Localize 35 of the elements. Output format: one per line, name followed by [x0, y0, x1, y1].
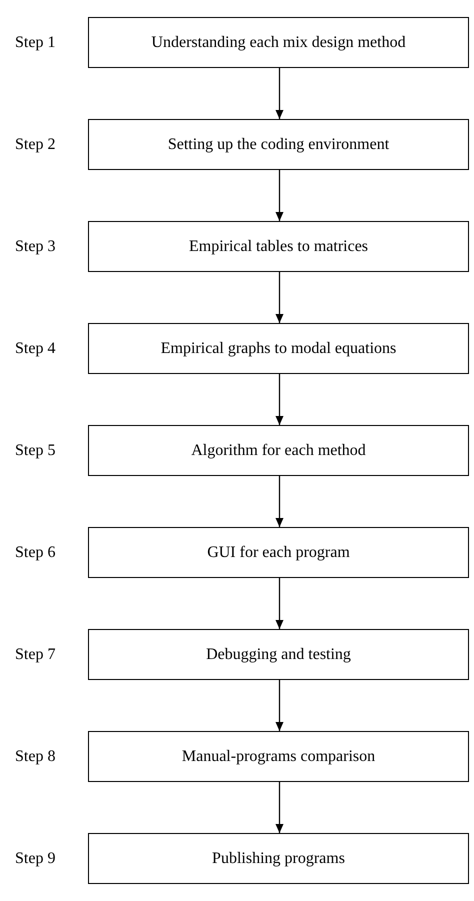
process-box — [88, 17, 469, 68]
arrow — [276, 476, 284, 527]
step-text: Empirical tables to matrices — [188, 236, 368, 256]
process-box — [88, 425, 469, 476]
step-label: Step 1 — [15, 34, 56, 50]
step-label: Step 4 — [15, 340, 56, 356]
step-text: Publishing programs — [212, 848, 345, 868]
process-box — [88, 119, 469, 170]
arrow — [276, 374, 284, 425]
step-label: Step 3 — [15, 238, 56, 254]
step-label: Step 5 — [15, 442, 56, 458]
step-text: Empirical graphs to modal equations — [160, 338, 396, 358]
process-box — [88, 629, 469, 680]
step-text: Setting up the coding environment — [168, 134, 390, 154]
arrow — [276, 680, 284, 731]
process-box — [88, 731, 469, 782]
step-text: Algorithm for each method — [191, 440, 366, 460]
process-box — [88, 527, 469, 578]
arrow — [276, 782, 284, 833]
process-box — [88, 323, 469, 374]
process-box — [88, 833, 469, 884]
step-label: Step 7 — [15, 646, 56, 662]
step-text: GUI for each program — [207, 542, 350, 562]
step-label: Step 9 — [15, 850, 56, 866]
arrow — [276, 170, 284, 221]
step-text: Understanding each mix design method — [151, 32, 406, 52]
step-label: Step 8 — [15, 748, 56, 764]
arrow — [276, 272, 284, 323]
step-label: Step 6 — [15, 544, 56, 560]
step-text: Debugging and testing — [206, 644, 351, 664]
process-box — [88, 221, 469, 272]
step-text: Manual-programs comparison — [182, 746, 376, 766]
arrow — [276, 68, 284, 119]
arrow — [276, 578, 284, 629]
step-label: Step 2 — [15, 136, 56, 152]
